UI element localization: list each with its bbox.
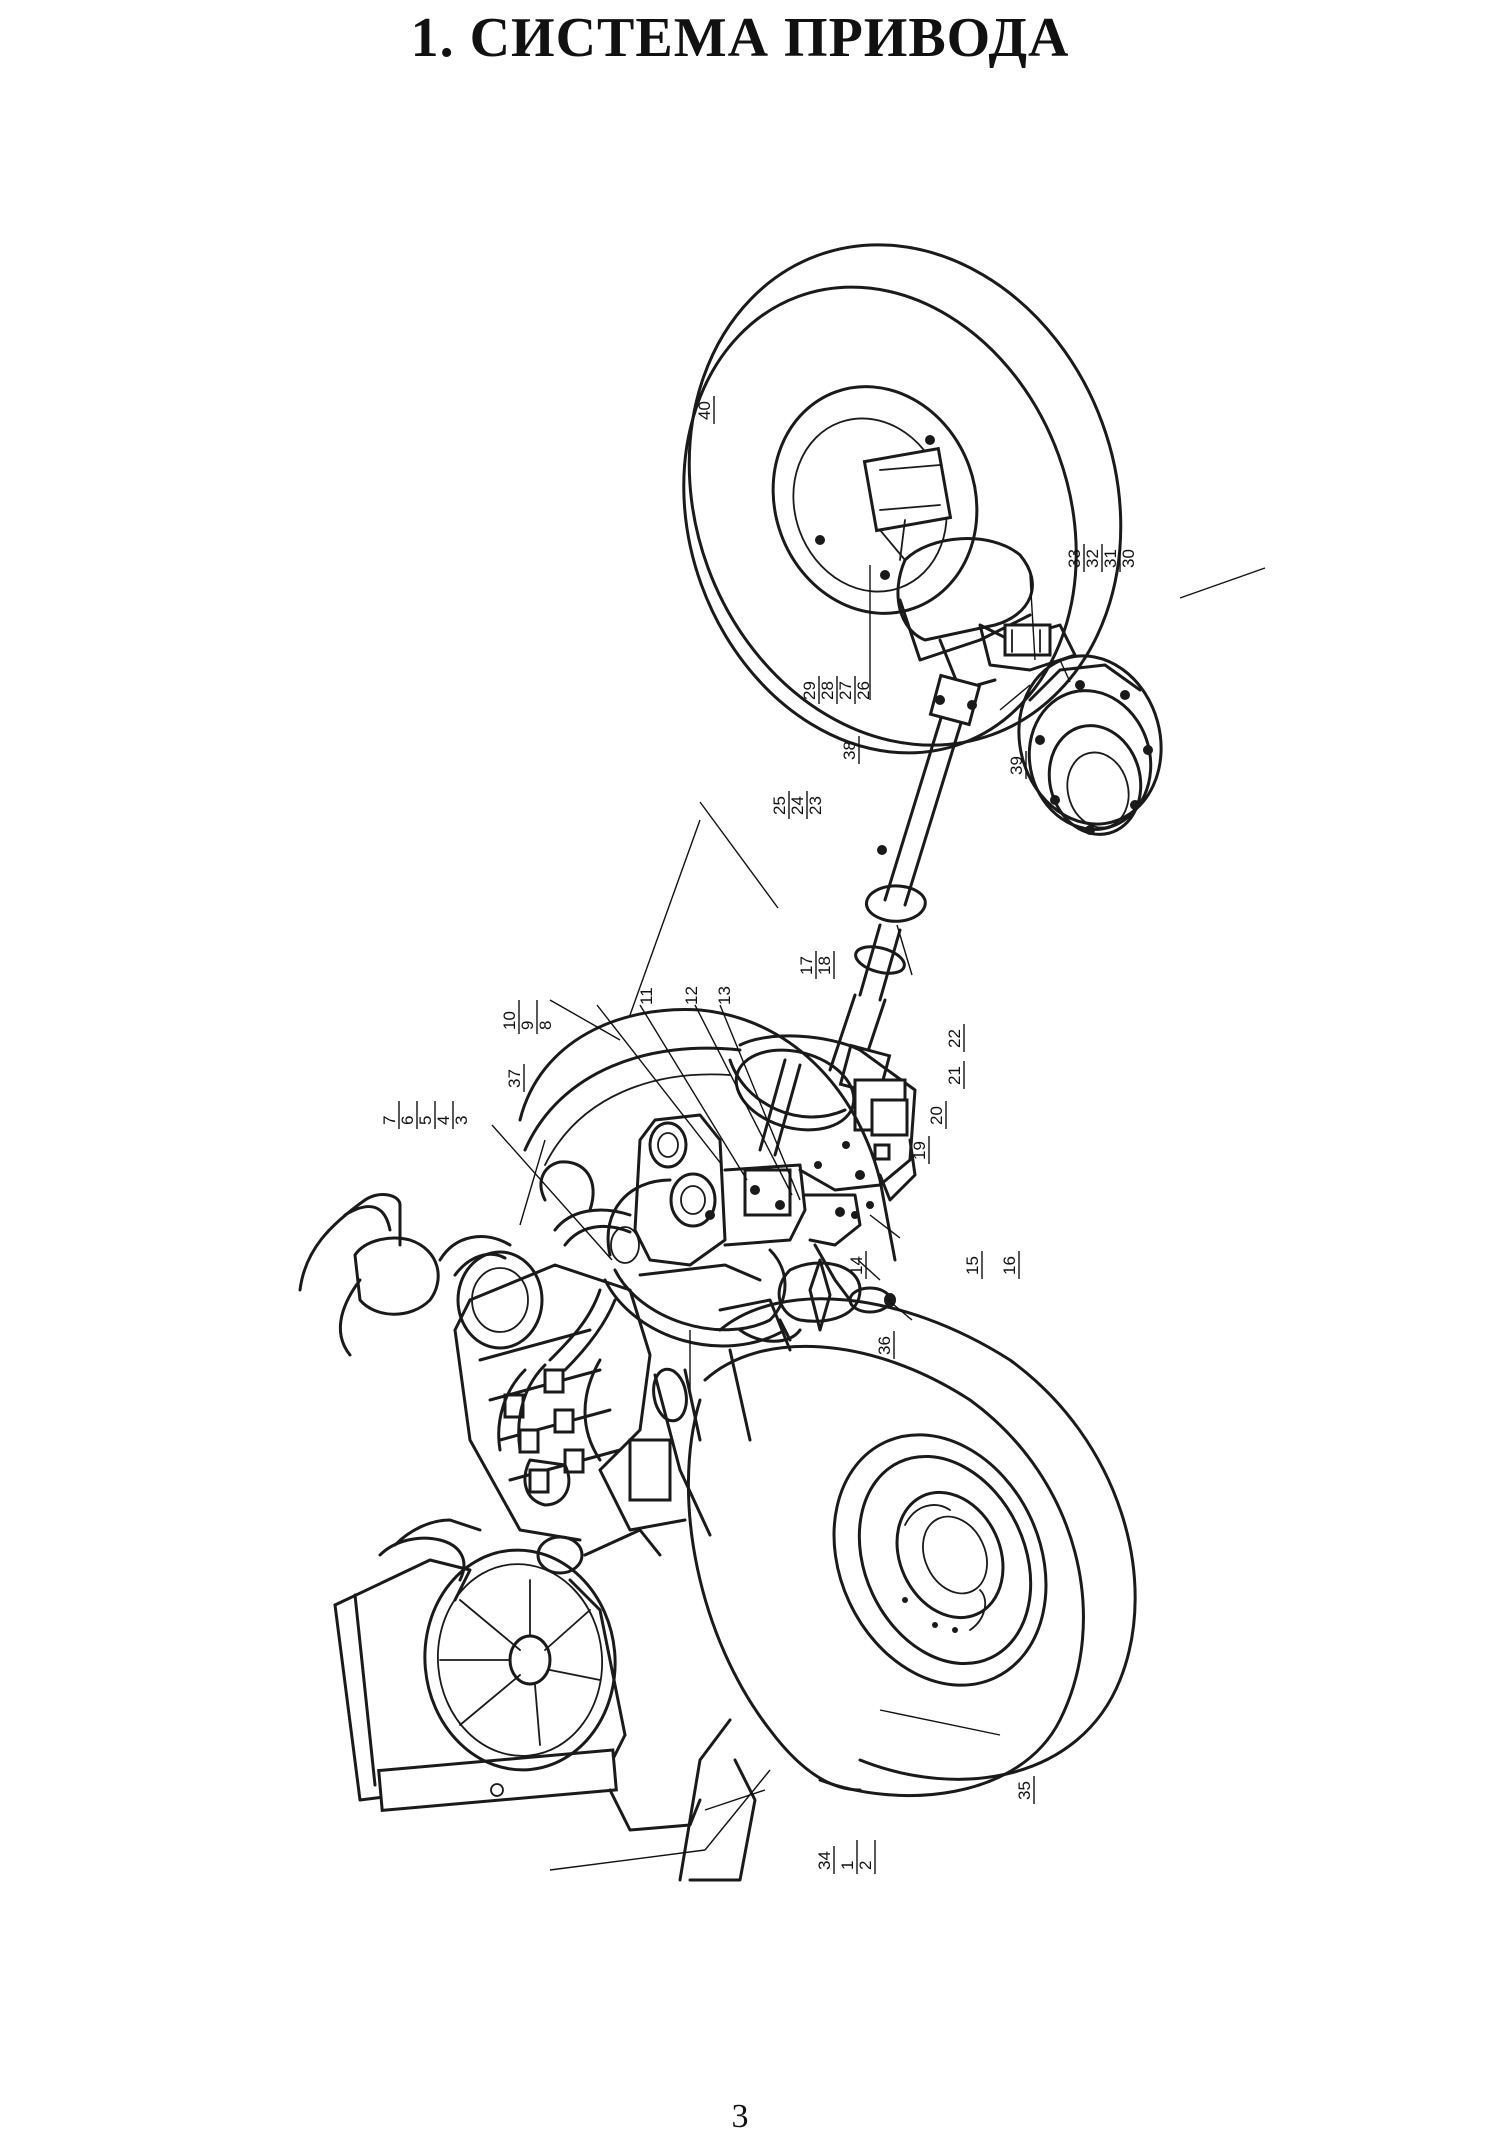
svg-text:34: 34 <box>815 1851 834 1870</box>
callout-labels: 1 2 7 6 5 4 3 10 9 8 <box>380 396 1138 1874</box>
radiator <box>333 1518 757 1882</box>
callout-38: 38 <box>840 736 860 764</box>
svg-text:9: 9 <box>518 1021 537 1030</box>
svg-text:18: 18 <box>815 956 834 975</box>
callout-21: 21 <box>945 1061 965 1089</box>
callout-34: 34 <box>815 1846 835 1874</box>
svg-text:19: 19 <box>910 1141 929 1160</box>
svg-text:5: 5 <box>416 1116 435 1125</box>
svg-text:2: 2 <box>856 1861 875 1870</box>
svg-text:12: 12 <box>682 986 701 1005</box>
callout-23-25: 25 24 23 <box>770 791 825 819</box>
callout-12: 12 <box>682 986 701 1005</box>
callout-1-2: 1 2 <box>838 1840 876 1874</box>
svg-text:1: 1 <box>838 1861 857 1870</box>
svg-text:3: 3 <box>452 1116 471 1125</box>
callout-36: 36 <box>875 1331 895 1359</box>
svg-text:20: 20 <box>927 1106 946 1125</box>
svg-text:15: 15 <box>963 1256 982 1275</box>
svg-text:39: 39 <box>1007 756 1026 775</box>
svg-text:17: 17 <box>797 956 816 975</box>
svg-text:13: 13 <box>715 986 734 1005</box>
callout-20: 20 <box>927 1101 947 1129</box>
svg-text:32: 32 <box>1083 549 1102 568</box>
leader-lines <box>491 565 1266 1871</box>
callout-8-10: 10 9 8 <box>500 1000 555 1034</box>
callout-40: 40 <box>695 396 715 424</box>
svg-text:23: 23 <box>806 796 825 815</box>
svg-text:11: 11 <box>637 987 656 1005</box>
callout-14: 14 <box>847 1251 867 1279</box>
callout-16: 16 <box>1000 1251 1020 1279</box>
callout-22: 22 <box>945 1024 965 1052</box>
svg-text:37: 37 <box>505 1069 524 1088</box>
svg-text:26: 26 <box>854 681 873 700</box>
front-wheel <box>686 1297 1137 1798</box>
svg-text:16: 16 <box>1000 1256 1019 1275</box>
svg-text:31: 31 <box>1101 549 1120 568</box>
callout-35: 35 <box>1015 1776 1035 1804</box>
svg-text:7: 7 <box>380 1116 399 1125</box>
svg-text:25: 25 <box>770 796 789 815</box>
page-number: 3 <box>731 2098 749 2135</box>
callout-13: 13 <box>715 986 734 1005</box>
engine <box>298 1160 792 1542</box>
callout-15: 15 <box>963 1251 983 1279</box>
rear-wheel <box>682 243 1123 755</box>
svg-text:36: 36 <box>875 1336 894 1355</box>
svg-text:29: 29 <box>800 681 819 700</box>
drive-shaft <box>828 673 982 1097</box>
svg-text:4: 4 <box>434 1116 453 1125</box>
svg-text:28: 28 <box>818 681 837 700</box>
svg-text:40: 40 <box>695 401 714 420</box>
callout-17-18: 17 18 <box>797 951 835 979</box>
pump-block <box>633 1113 896 1332</box>
svg-text:14: 14 <box>847 1256 866 1275</box>
svg-text:38: 38 <box>840 741 859 760</box>
front-axle-joint <box>738 1261 862 1343</box>
svg-text:30: 30 <box>1119 549 1138 568</box>
left-back-wheel <box>518 1008 897 1262</box>
svg-text:10: 10 <box>500 1011 519 1030</box>
transmission <box>728 1034 917 1202</box>
callout-3-7: 7 6 5 4 3 <box>380 1101 471 1129</box>
rear-axle <box>879 519 1077 692</box>
rear-hub <box>1017 654 1163 836</box>
svg-text:27: 27 <box>836 681 855 700</box>
svg-text:33: 33 <box>1065 549 1084 568</box>
callout-37: 37 <box>505 1064 525 1092</box>
callout-26-29: 29 28 27 26 <box>800 676 873 704</box>
svg-text:6: 6 <box>398 1116 417 1125</box>
svg-text:8: 8 <box>536 1021 555 1030</box>
callout-30-33: 33 32 31 30 <box>1065 544 1138 572</box>
callout-39: 39 <box>1007 751 1027 779</box>
callout-19: 19 <box>910 1136 930 1164</box>
callout-11: 11 <box>637 987 656 1005</box>
svg-text:21: 21 <box>945 1066 964 1085</box>
page-title: 1. СИСТЕМА ПРИВОДА <box>410 7 1070 69</box>
svg-text:22: 22 <box>945 1029 964 1048</box>
svg-text:24: 24 <box>788 796 807 815</box>
svg-text:35: 35 <box>1015 1781 1034 1800</box>
